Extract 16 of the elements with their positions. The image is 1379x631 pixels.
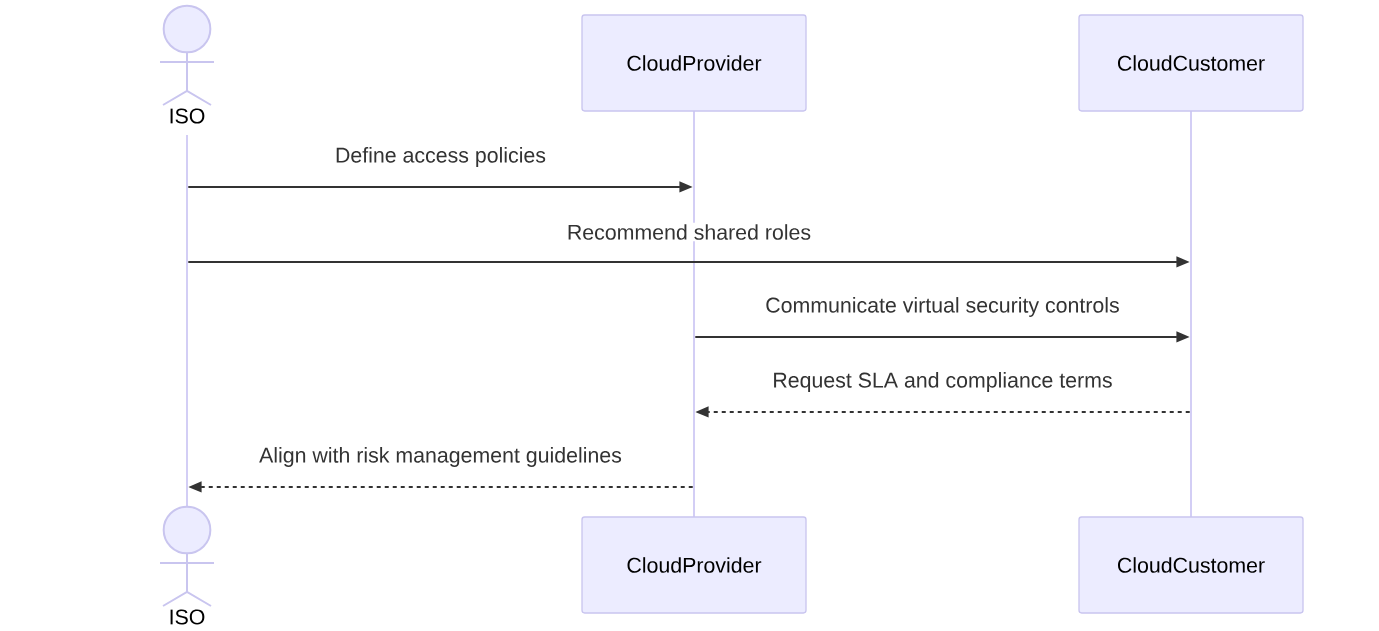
participant-box: CloudProvider — [581, 14, 807, 112]
lifeline — [1190, 111, 1192, 517]
message-label: Recommend shared roles — [568, 224, 811, 240]
actor-figure: ISO — [159, 505, 215, 625]
participant-box: CloudProvider — [581, 516, 807, 614]
actor-figure: ISO — [159, 4, 215, 124]
message-label: Request SLA and compliance terms — [774, 372, 1112, 392]
message-label: Define access policies — [336, 147, 546, 167]
node-label: ISO — [170, 108, 205, 124]
message-label: Align with risk management guidelines — [259, 447, 622, 467]
message-label: Communicate virtual security controls — [766, 297, 1119, 317]
node-label: ISO — [170, 609, 205, 625]
participant-box: CloudCustomer — [1078, 516, 1304, 614]
lifeline — [693, 111, 695, 517]
participant-box: CloudCustomer — [1078, 14, 1304, 112]
lifeline — [186, 135, 188, 508]
